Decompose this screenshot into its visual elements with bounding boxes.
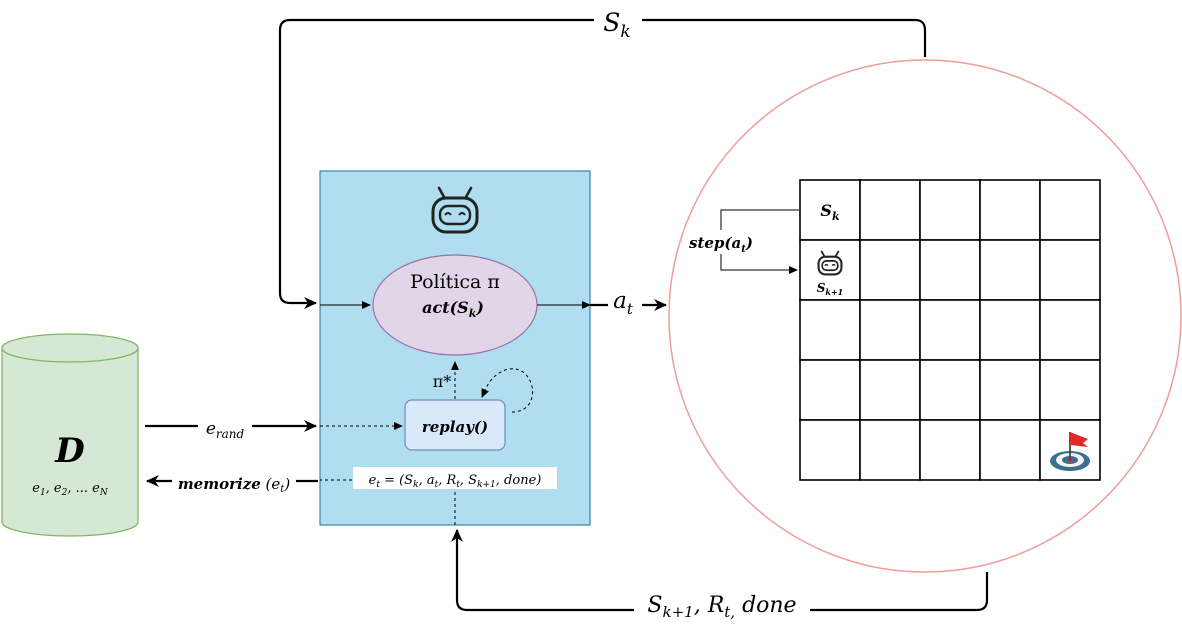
memorize-label: memorize (et) — [178, 475, 291, 495]
experience-label-bg — [353, 467, 557, 489]
grid-cell — [919, 239, 981, 301]
grid-cell — [919, 419, 981, 481]
robot-icon — [817, 250, 843, 276]
policy-act-fn: act(Sk) — [422, 298, 484, 320]
grid-cell — [799, 299, 861, 361]
state-feedback-arrow — [278, 18, 927, 309]
replay-memory-cylinder: D e1, e2, ... eN — [1, 333, 139, 537]
grid-cell — [979, 239, 1041, 301]
grid-cell — [799, 359, 861, 421]
pi-star-label: π* — [433, 372, 452, 391]
grid-cell — [1039, 359, 1101, 421]
grid-cell — [979, 299, 1041, 361]
memory-items: e1, e2, ... eN — [32, 481, 109, 498]
state-feedback-label: Sk — [603, 8, 630, 42]
grid-cell — [1039, 299, 1101, 361]
environment-circle — [668, 59, 1182, 573]
replay-label: replay() — [422, 418, 488, 436]
grid-cell — [979, 359, 1041, 421]
grid-cell — [919, 179, 981, 241]
grid-cell — [859, 179, 921, 241]
grid-cell — [859, 359, 921, 421]
cell-sk1-label: Sk+1 — [817, 281, 843, 297]
policy-title: Política π — [410, 271, 500, 293]
grid-cell — [799, 419, 861, 481]
replay-box — [404, 399, 506, 451]
grid-cell — [1039, 179, 1101, 241]
replay-self-loop — [481, 368, 534, 413]
step-label: step(at) — [689, 234, 753, 255]
grid-cell — [859, 419, 921, 481]
action-label: at — [613, 288, 634, 318]
grid-cell — [919, 299, 981, 361]
grid-cell — [859, 239, 921, 301]
grid-cell — [1039, 239, 1101, 301]
cell-sk-label: Sk — [820, 201, 840, 223]
experience-label: et = (Sk, at, Rt, Sk+1, done) — [369, 473, 542, 490]
memory-title: D — [54, 431, 85, 471]
grid-cell — [979, 419, 1041, 481]
grid-cell — [979, 179, 1041, 241]
e-rand-label: erand — [206, 419, 245, 441]
robot-icon — [431, 186, 479, 234]
flag-icon — [1069, 432, 1088, 460]
grid-cell — [919, 359, 981, 421]
transition-feedback-label: Sk+1, Rt, done — [647, 593, 796, 621]
grid-cell — [859, 299, 921, 361]
grid-cell — [799, 179, 861, 241]
grid-world — [799, 179, 1101, 481]
